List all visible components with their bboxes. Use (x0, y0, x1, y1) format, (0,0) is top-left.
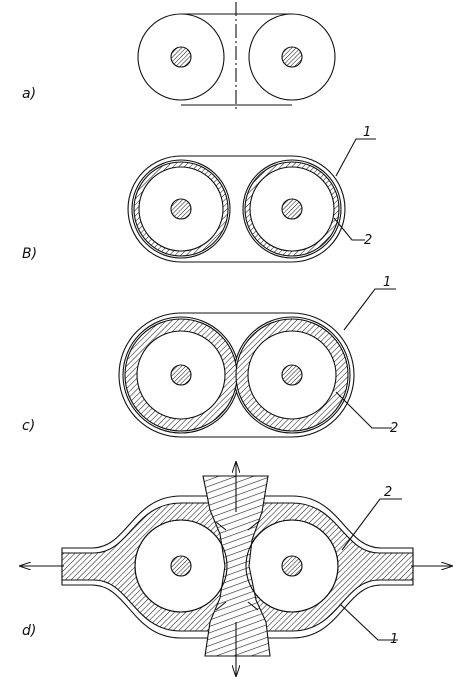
leader-2 (341, 498, 402, 551)
callout-c-1: 1 (383, 275, 391, 290)
callout-b-2: 2 (364, 233, 372, 248)
panel-c (118, 288, 396, 438)
leader-1 (335, 138, 376, 177)
panel-a (137, 2, 336, 110)
leader-1 (343, 288, 396, 331)
core-left (170, 46, 192, 68)
panel-d (20, 462, 452, 676)
leader-2 (333, 217, 365, 241)
callout-d-1: 1 (390, 632, 398, 647)
panel-label-a: a) (22, 86, 36, 102)
callout-d-2: 2 (384, 485, 392, 500)
core-left (170, 555, 192, 577)
panel-b (127, 138, 376, 263)
panel-label-c: c) (22, 418, 35, 434)
leader-1 (339, 603, 398, 641)
core-right (281, 46, 303, 68)
callout-c-2: 2 (390, 421, 398, 436)
panel-label-b: B) (22, 246, 37, 262)
callout-b-1: 1 (363, 125, 371, 140)
core-right (281, 555, 303, 577)
leader-2 (335, 391, 392, 429)
panel-label-d: d) (22, 623, 36, 639)
